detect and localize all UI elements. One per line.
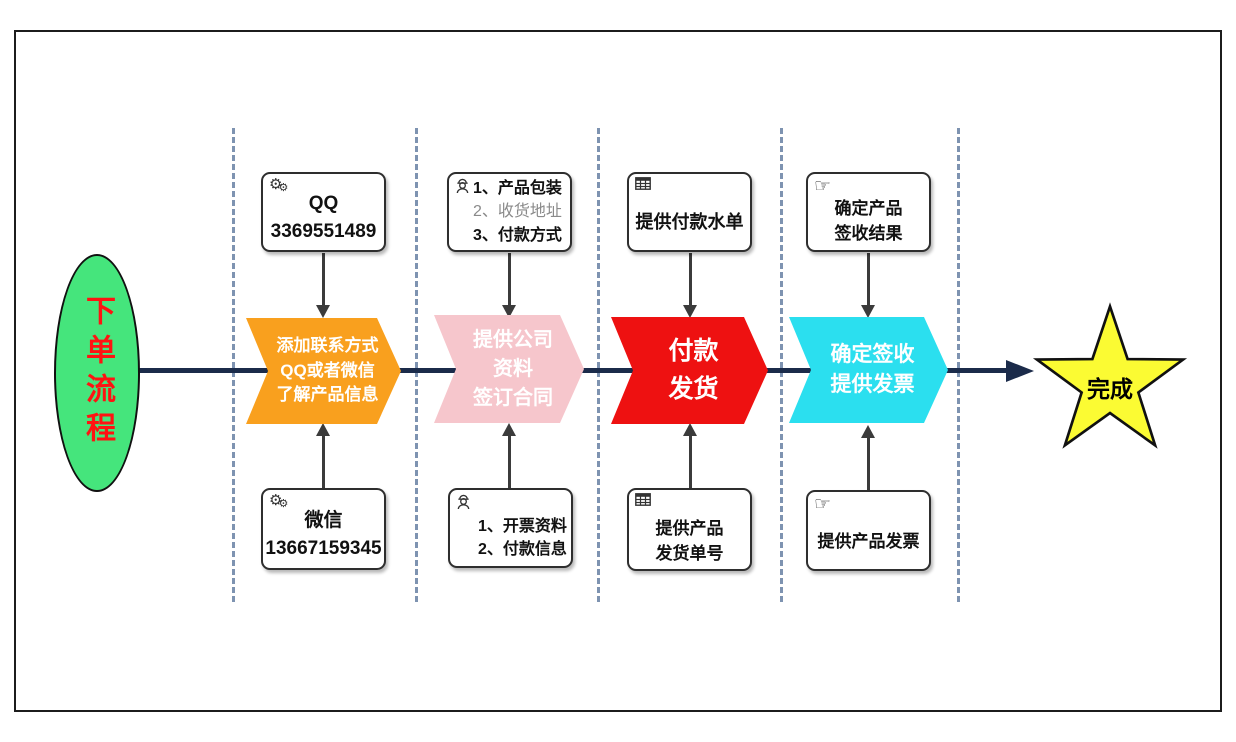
- stage-divider-line: [780, 128, 783, 602]
- chevron-label-line: 资料: [493, 357, 533, 380]
- info-box-shipping-number: 提供产品 发货单号: [627, 488, 752, 571]
- info-box-qq: ⚙⚙ QQ 3369551489: [261, 172, 386, 252]
- worker-icon: [456, 493, 471, 514]
- table-icon: [635, 177, 651, 194]
- arrow-down-icon: [315, 305, 330, 318]
- box-label-line: 13667159345: [265, 538, 382, 559]
- stage-chevron-receipt: 确定签收 提供发票: [789, 317, 948, 423]
- info-box-wechat: ⚙⚙ 微信 13667159345: [261, 488, 386, 570]
- stage-chevron-contact: 添加联系方式 QQ或者微信 了解产品信息: [246, 318, 401, 424]
- connector-line: [688, 436, 692, 489]
- arrow-up-icon: [860, 425, 875, 438]
- box-label-line: 1、开票资料: [478, 517, 567, 535]
- box-label-line: 2、付款信息: [478, 541, 567, 558]
- stage-divider-line: [957, 128, 960, 602]
- arrow-up-icon: [315, 423, 330, 436]
- arrow-down-icon: [501, 305, 516, 318]
- chevron-label-line: 确定签收: [830, 342, 915, 366]
- box-label-line: 微信: [304, 510, 343, 532]
- connector-line: [866, 253, 870, 306]
- worker-icon: [455, 177, 470, 198]
- diagram-border: [14, 30, 1222, 712]
- connector-line: [321, 436, 325, 489]
- chevron-label-line: 付款: [668, 337, 719, 365]
- chevron-label-line: 了解产品信息: [276, 385, 379, 405]
- arrow-down-icon: [682, 305, 697, 318]
- star-shape: [1032, 302, 1188, 449]
- pointing-hand-icon: ☞: [814, 494, 832, 515]
- info-box-order-details: 1、产品包装 2、收货地址 3、付款方式: [447, 172, 572, 252]
- box-label-line: 3369551489: [270, 221, 377, 242]
- connector-line: [866, 438, 870, 491]
- flow-arrowhead-icon: [1006, 360, 1034, 382]
- chevron-label-line: 签订合同: [473, 386, 553, 409]
- arrow-up-icon: [682, 423, 697, 436]
- chevron-label-line: 提供公司: [473, 328, 553, 351]
- info-box-sign-result: ☞ 确定产品 签收结果: [806, 172, 931, 252]
- stage-divider-line: [232, 128, 235, 602]
- start-label: 下单流程: [81, 295, 114, 451]
- box-label-line: 提供产品: [655, 518, 724, 538]
- arrow-up-icon: [501, 423, 516, 436]
- info-box-payment-slip: 提供付款水单: [627, 172, 752, 252]
- box-label-line: 提供付款水单: [635, 211, 744, 232]
- pointing-hand-icon: ☞: [814, 176, 832, 197]
- box-label-line: 提供产品发票: [817, 532, 920, 552]
- gears-icon: ⚙⚙: [269, 176, 289, 194]
- box-label-line: 2、收货地址: [473, 203, 562, 221]
- info-box-product-invoice: ☞ 提供产品发票: [806, 490, 931, 571]
- connector-line: [507, 253, 511, 306]
- connector-line: [321, 253, 325, 306]
- chevron-label-line: 添加联系方式: [276, 336, 379, 356]
- arrow-down-icon: [860, 305, 875, 318]
- gears-icon: ⚙⚙: [269, 492, 289, 510]
- info-box-invoice-info: 1、开票资料 2、付款信息: [448, 488, 573, 568]
- connector-line: [688, 253, 692, 306]
- box-label-line: 3、付款方式: [473, 226, 562, 244]
- chevron-label-line: 发货: [668, 374, 719, 403]
- end-label: 完成: [1087, 376, 1133, 402]
- connector-line: [507, 436, 511, 489]
- end-star: 完成: [1030, 300, 1190, 460]
- stage-divider-line: [415, 128, 418, 602]
- box-label-line: 确定产品: [834, 199, 903, 219]
- box-label-line: 1、产品包装: [473, 180, 562, 198]
- stage-chevron-contract: 提供公司 资料 签订合同: [434, 315, 584, 423]
- box-label-line: 签收结果: [834, 224, 903, 243]
- box-label-line: QQ: [308, 193, 339, 215]
- stage-divider-line: [597, 128, 600, 602]
- chevron-label-line: QQ或者微信: [280, 360, 375, 380]
- table-icon: [635, 493, 651, 510]
- stage-chevron-payment: 付款 发货: [611, 317, 768, 424]
- box-label-line: 发货单号: [655, 543, 724, 563]
- start-ellipse: 下单流程: [54, 254, 140, 492]
- chevron-label-line: 提供发票: [830, 373, 915, 396]
